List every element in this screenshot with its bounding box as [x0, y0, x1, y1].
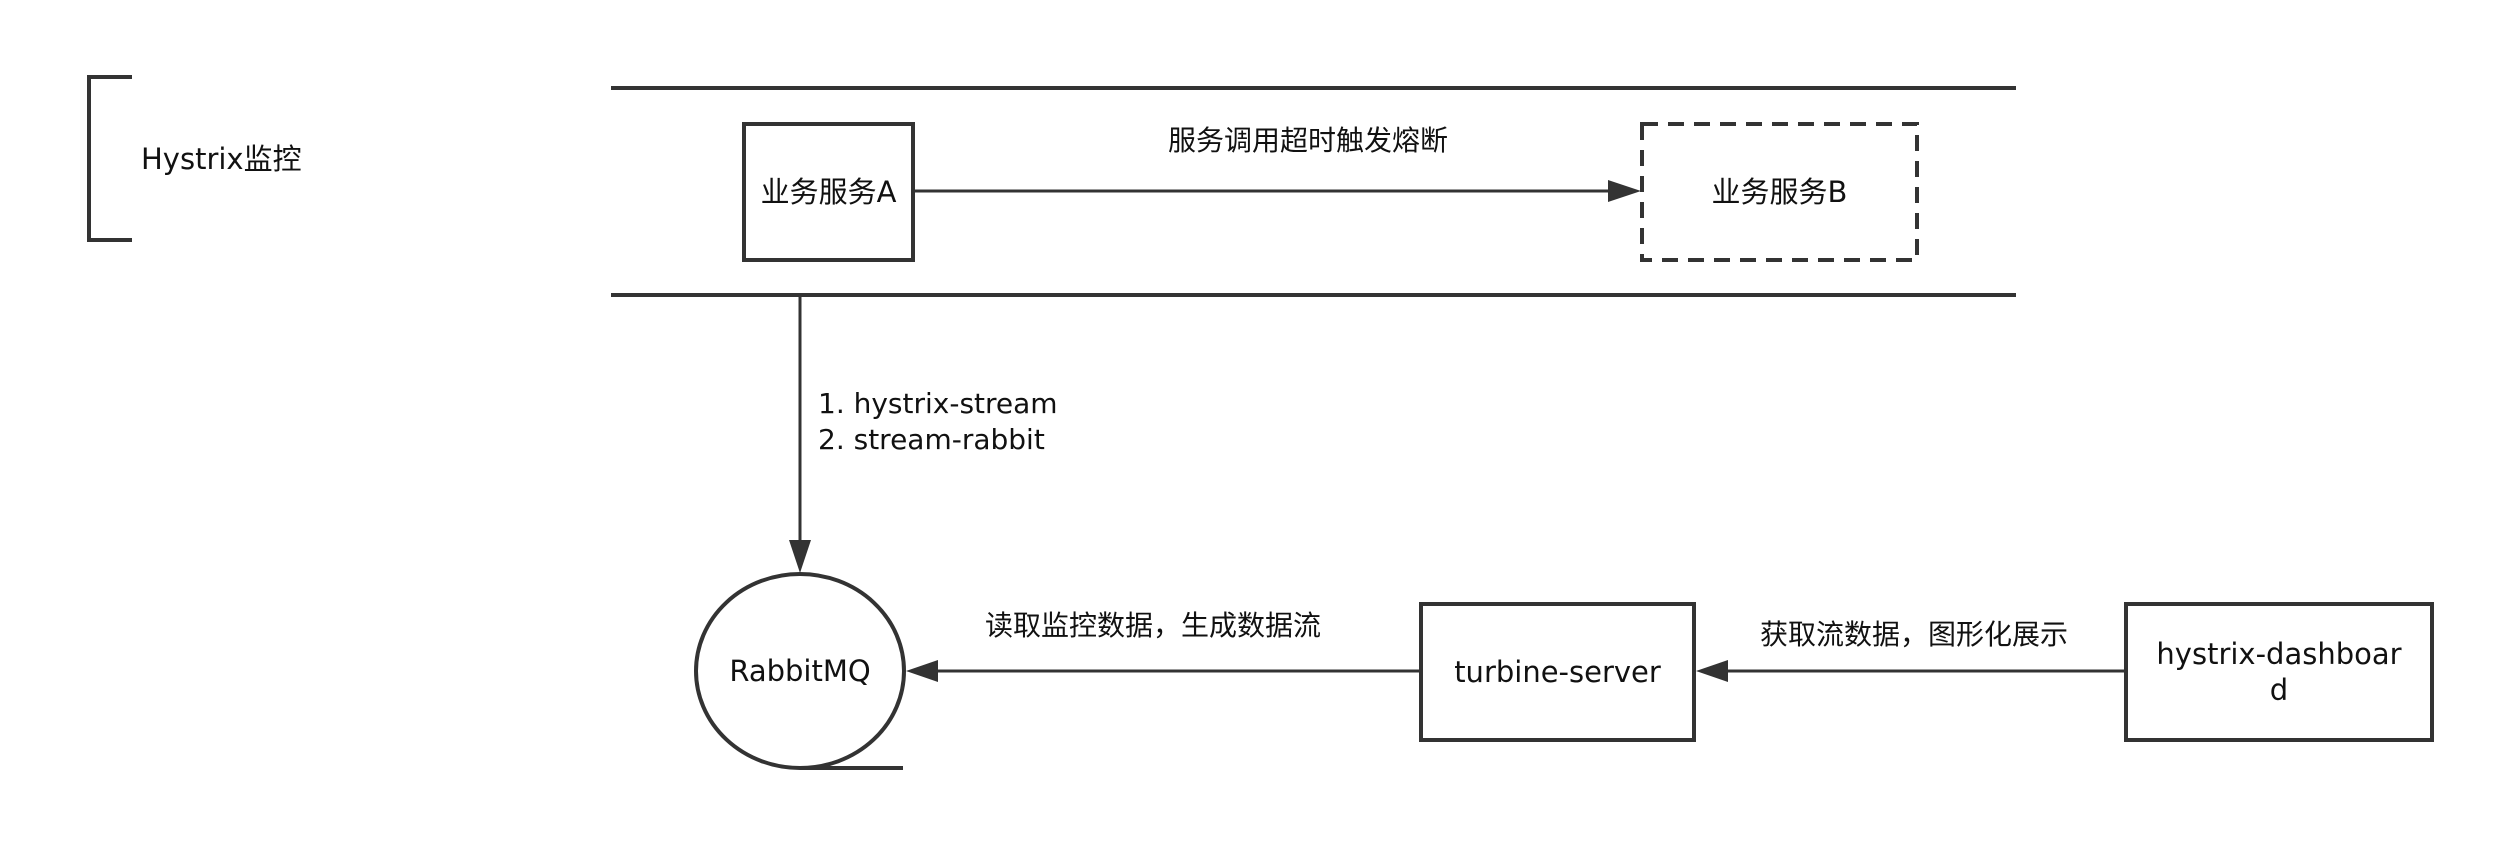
turbine-server-label: turbine-server: [1454, 655, 1661, 689]
edge-dashboard-to-turbine-label: 获取流数据，图形化展示: [1760, 618, 2069, 651]
diagram-title: Hystrix监控: [141, 142, 302, 176]
edge-turbine-to-rabbit-arrowhead: [906, 660, 938, 682]
edge-a-to-rabbit-arrowhead: [789, 540, 811, 573]
edge-a-to-b-label: 服务调用超时触发熔断: [1168, 124, 1449, 157]
service-a-box[interactable]: [742, 122, 915, 262]
service-a-label: 业务服务A: [760, 175, 897, 209]
edge-turbine-to-rabbit-label: 读取监控数据，生成数据流: [985, 609, 1322, 642]
service-b-label: 业务服务B: [1711, 175, 1848, 209]
service-b-box[interactable]: [1640, 122, 1919, 262]
hystrix-dashboard-box[interactable]: [2124, 602, 2434, 742]
edge-dashboard-to-turbine-arrowhead: [1696, 660, 1728, 682]
rabbitmq-label: RabbitMQ: [729, 654, 871, 688]
edge-a-to-b-arrowhead: [1608, 180, 1641, 202]
edge-a-to-rabbit-label-line-1: 1. hystrix-stream: [818, 387, 1058, 420]
annotation-bracket: [87, 75, 132, 242]
hystrix-dashboard-label: hystrix-dashboar d: [2156, 637, 2402, 707]
edge-a-to-rabbit-label-line-2: 2. stream-rabbit: [818, 423, 1045, 456]
